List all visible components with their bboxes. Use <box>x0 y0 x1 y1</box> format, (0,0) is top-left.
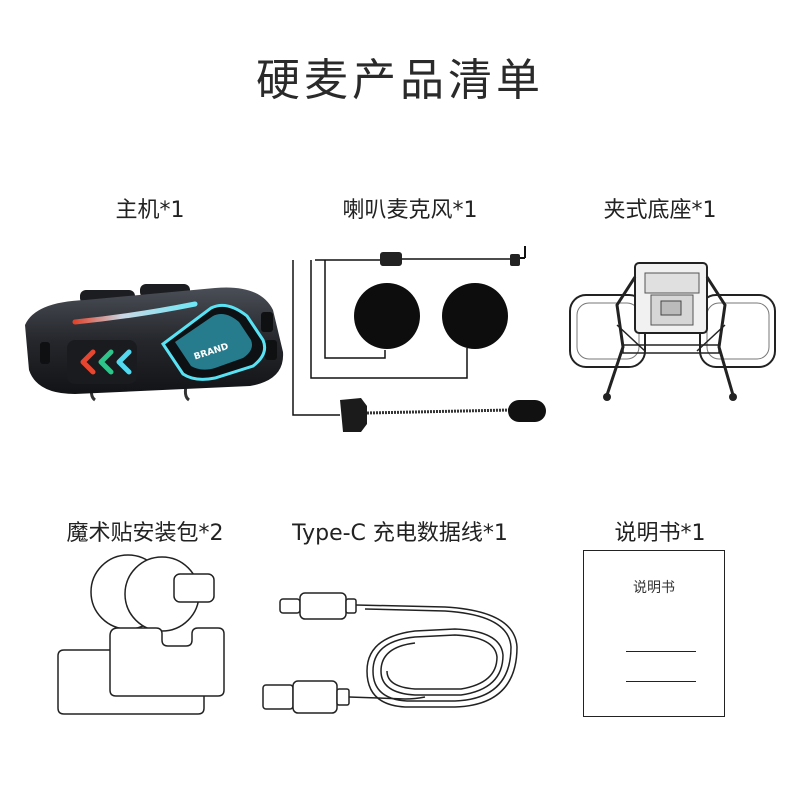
manual-image: 说明书 <box>583 550 725 717</box>
manual-cover-text: 说明书 <box>633 580 675 596</box>
item-label-clip-base: 夹式底座*1 <box>603 198 717 223</box>
item-label-host: 主机*1 <box>115 198 185 223</box>
clip-base-image <box>569 262 776 401</box>
velcro-pad-front <box>109 627 225 697</box>
manual-line-1 <box>626 651 696 652</box>
item-label-typec-cable: Type-C 充电数据线*1 <box>292 521 508 546</box>
speaker-mic-image <box>292 246 546 432</box>
velcro-small-pad <box>173 573 215 603</box>
left-speaker <box>354 283 420 349</box>
page-title: 硬麦产品清单 <box>256 55 544 106</box>
right-speaker <box>442 283 508 349</box>
item-label-speaker-mic: 喇叭麦克风*1 <box>342 198 478 223</box>
item-label-manual: 说明书*1 <box>614 521 706 546</box>
item-label-velcro-kit: 魔术贴安装包*2 <box>66 521 224 546</box>
velcro-kit-image <box>57 554 225 715</box>
host-device-image: BRAND <box>25 284 284 402</box>
mic-head <box>508 400 546 422</box>
manual-line-2 <box>626 681 696 682</box>
typec-cable-image <box>262 592 518 714</box>
